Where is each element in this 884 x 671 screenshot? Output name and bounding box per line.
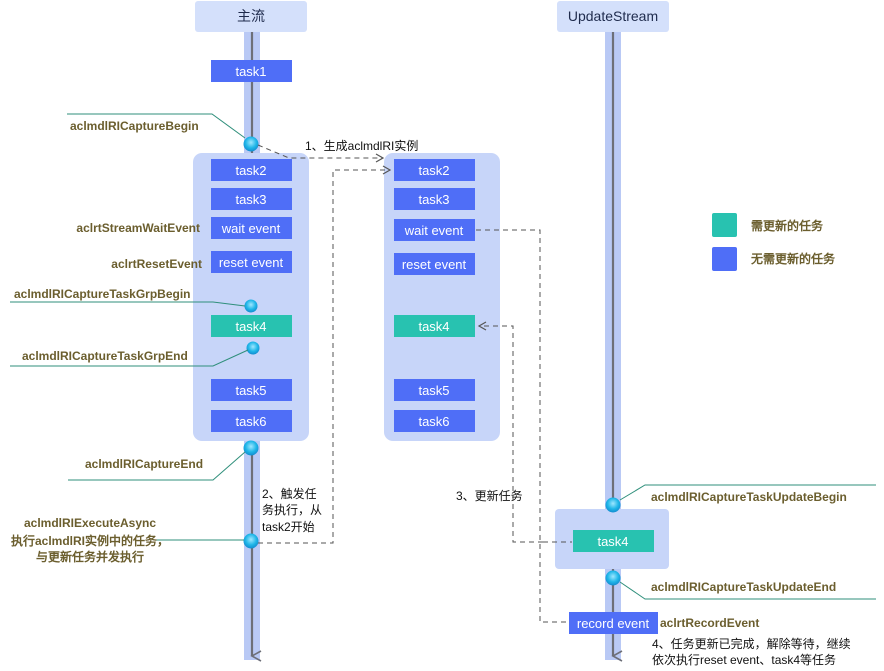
legend-label-no-update: 无需更新的任务 [750, 251, 836, 266]
label-task-update-begin: aclmdlRICaptureTaskUpdateBegin [651, 490, 847, 504]
instance-task4: task4 [394, 315, 475, 337]
main-task4: task4 [211, 315, 292, 337]
step2-note-2: 务执行，从 [262, 502, 322, 517]
svg-text:task2: task2 [418, 163, 449, 178]
instance-task2: task2 [394, 159, 475, 181]
main-wait-event: wait event [211, 217, 292, 239]
svg-text:reset event: reset event [402, 257, 467, 272]
main-task1: task1 [211, 60, 292, 82]
svg-text:task4: task4 [418, 319, 449, 334]
update-task4: task4 [573, 530, 654, 552]
label-capture-end: aclmdlRICaptureEnd [85, 457, 203, 471]
dashed-connectors [257, 144, 572, 623]
label-capture-begin: aclmdlRICaptureBegin [70, 119, 199, 133]
event-dot-icon [605, 570, 621, 586]
event-dot-icon [244, 299, 258, 313]
instance-task3: task3 [394, 188, 475, 210]
event-dot-icon [243, 440, 259, 456]
label-execute-async-1: aclmdlRIExecuteAsync [24, 516, 156, 530]
label-reset-event: aclrtResetEvent [111, 257, 202, 271]
svg-text:record event: record event [577, 616, 650, 631]
main-reset-event: reset event [211, 251, 292, 273]
svg-text:task4: task4 [235, 319, 266, 334]
main-task3: task3 [211, 188, 292, 210]
instance-task6: task6 [394, 410, 475, 432]
event-dot-icon [243, 533, 259, 549]
legend-label-needs-update: 需更新的任务 [751, 218, 824, 233]
label-stream-wait-event: aclrtStreamWaitEvent [76, 221, 200, 235]
instance-wait-event: wait event [394, 219, 475, 241]
svg-text:reset event: reset event [219, 255, 284, 270]
update-record-event: record event [569, 612, 658, 634]
main-stream-title: 主流 [237, 8, 265, 24]
update-stream-header: UpdateStream [557, 1, 669, 32]
main-task5: task5 [211, 379, 292, 401]
label-record-event: aclrtRecordEvent [660, 616, 759, 630]
step4-note-1: 4、任务更新已完成，解除等待，继续 [652, 636, 851, 651]
step4-note-2: 依次执行reset event、task4等任务 [652, 652, 836, 667]
legend: 需更新的任务 无需更新的任务 [712, 213, 836, 271]
update-stream-title: UpdateStream [568, 8, 658, 24]
main-task6: task6 [211, 410, 292, 432]
legend-swatch-needs-update [712, 213, 737, 237]
step1-note: 1、生成aclmdlRI实例 [305, 138, 418, 153]
label-task-grp-begin: aclmdlRICaptureTaskGrpBegin [14, 287, 190, 301]
svg-text:task3: task3 [418, 192, 449, 207]
svg-text:task4: task4 [597, 534, 628, 549]
svg-text:wait event: wait event [404, 223, 464, 238]
main-task2: task2 [211, 159, 292, 181]
svg-text:task5: task5 [235, 383, 266, 398]
svg-text:task1: task1 [235, 64, 266, 79]
step2-note-1: 2、触发任 [262, 486, 317, 501]
label-execute-async-2: 执行aclmdlRI实例中的任务， [11, 533, 169, 548]
svg-text:task5: task5 [418, 383, 449, 398]
label-execute-async-3: 与更新任务并发执行 [36, 549, 144, 564]
label-task-update-end: aclmdlRICaptureTaskUpdateEnd [651, 580, 836, 594]
event-dot-icon [605, 497, 621, 513]
svg-text:task6: task6 [418, 414, 449, 429]
svg-text:task2: task2 [235, 163, 266, 178]
svg-text:task6: task6 [235, 414, 266, 429]
leader-lines [10, 113, 876, 600]
main-stream-header: 主流 [195, 1, 307, 32]
event-dot-icon [246, 341, 260, 355]
instance-task5: task5 [394, 379, 475, 401]
svg-text:wait event: wait event [221, 221, 281, 236]
event-dot-icon [243, 136, 259, 152]
step3-note: 3、更新任务 [456, 488, 523, 503]
label-task-grp-end: aclmdlRICaptureTaskGrpEnd [22, 349, 188, 363]
instance-reset-event: reset event [394, 253, 475, 275]
svg-text:task3: task3 [235, 192, 266, 207]
step2-note-3: task2开始 [262, 520, 315, 534]
legend-swatch-no-update [712, 247, 737, 271]
